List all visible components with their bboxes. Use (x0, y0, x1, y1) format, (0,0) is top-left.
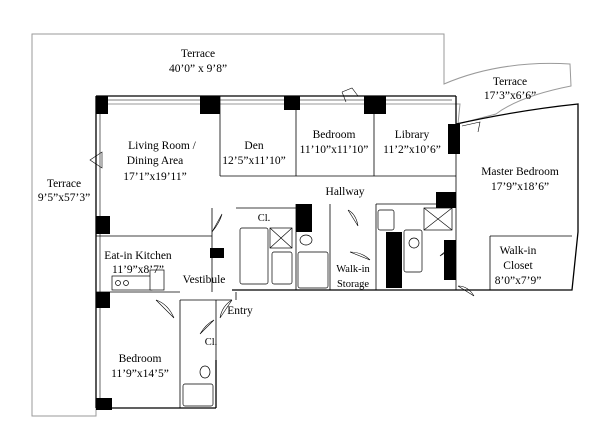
den-name: Den (244, 140, 263, 152)
living-room-name-2: Dining Area (127, 155, 184, 167)
walk-in-closet-name-2: Closet (503, 260, 533, 272)
eat-in-kitchen-dims: 11’9”x8’7” (112, 264, 164, 276)
terrace-top-name: Terrace (181, 48, 215, 60)
bedroom-bottom-name: Bedroom (119, 353, 162, 365)
den-dims: 12’5”x11’10” (222, 155, 285, 167)
hallway-name: Hallway (326, 186, 365, 198)
eat-in-kitchen-name: Eat-in Kitchen (104, 250, 172, 262)
master-bedroom-name: Master Bedroom (481, 166, 559, 178)
closet-top-name: Cl. (258, 213, 271, 224)
fixtures (111, 207, 453, 407)
room-labels: Terrace 40’0” x 9’8” Terrace 17’3”x6’6” … (38, 48, 559, 380)
bedroom-bottom-dims: 11’9”x14’5” (111, 368, 169, 380)
vestibule-name: Vestibule (183, 274, 226, 286)
columns (96, 96, 460, 410)
living-room-dims: 17’1”x19’11” (123, 171, 186, 183)
walk-in-closet-dims: 8’0”x7’9” (495, 275, 542, 287)
walk-in-closet-name-1: Walk-in (500, 245, 537, 257)
entry-name: Entry (227, 305, 253, 317)
master-bedroom-dims: 17’9”x18’6” (491, 181, 549, 193)
bedroom-top-dims: 11’10”x11’10” (300, 144, 369, 156)
terrace-outline (31, 33, 572, 417)
walk-in-storage-name-1: Walk-in (336, 264, 370, 275)
library-name: Library (395, 129, 430, 141)
interior-walls (96, 96, 572, 408)
terrace-left-name: Terrace (47, 178, 81, 190)
door-swings (89, 87, 481, 335)
terrace-left-dims: 9’5”x57’3” (38, 192, 90, 204)
living-room-name-1: Living Room / (128, 140, 197, 152)
closet-bottom-name: Cl. (205, 337, 218, 348)
terrace-top-dims: 40’0” x 9’8” (169, 63, 227, 75)
terrace-right-dims: 17’3”x6’6” (484, 90, 536, 102)
walk-in-storage-name-2: Storage (337, 279, 369, 290)
library-dims: 11’2”x10’6” (383, 144, 441, 156)
terrace-right-name: Terrace (493, 76, 527, 88)
bedroom-top-name: Bedroom (313, 129, 356, 141)
